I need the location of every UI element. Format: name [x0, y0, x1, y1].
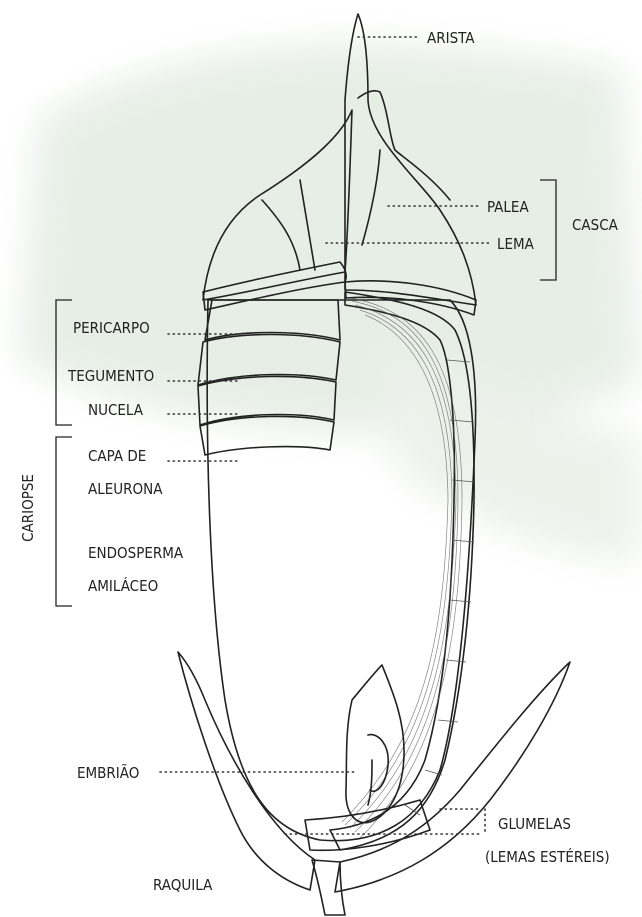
- raquila-base: [312, 860, 345, 915]
- label-amilaceo: AMILÁCEO: [88, 576, 158, 595]
- embryo: [346, 665, 404, 823]
- label-endosperma: ENDOSPERMA: [88, 544, 184, 562]
- label-aleurona: ALEURONA: [88, 480, 163, 498]
- cariopse-bracket-bottom: [56, 437, 72, 606]
- label-arista: ARISTA: [427, 29, 475, 47]
- label-lemas-estereis: (LEMAS ESTÉREIS): [485, 847, 610, 866]
- label-pericarpo: PERICARPO: [73, 319, 150, 337]
- label-casca: CASCA: [572, 216, 619, 234]
- label-capa-de: CAPA DE: [88, 447, 146, 465]
- label-nucela: NUCELA: [88, 401, 144, 419]
- label-embriao: EMBRIÃO: [77, 763, 139, 782]
- label-glumelas: GLUMELAS: [498, 815, 571, 833]
- left-glumela: [178, 652, 315, 890]
- label-raquila: RAQUILA: [153, 876, 213, 894]
- label-palea: PALEA: [487, 198, 529, 216]
- label-tegumento: TEGUMENTO: [67, 367, 154, 385]
- label-cariopse: CARIOPSE: [19, 474, 37, 542]
- label-lema: LEMA: [497, 235, 535, 253]
